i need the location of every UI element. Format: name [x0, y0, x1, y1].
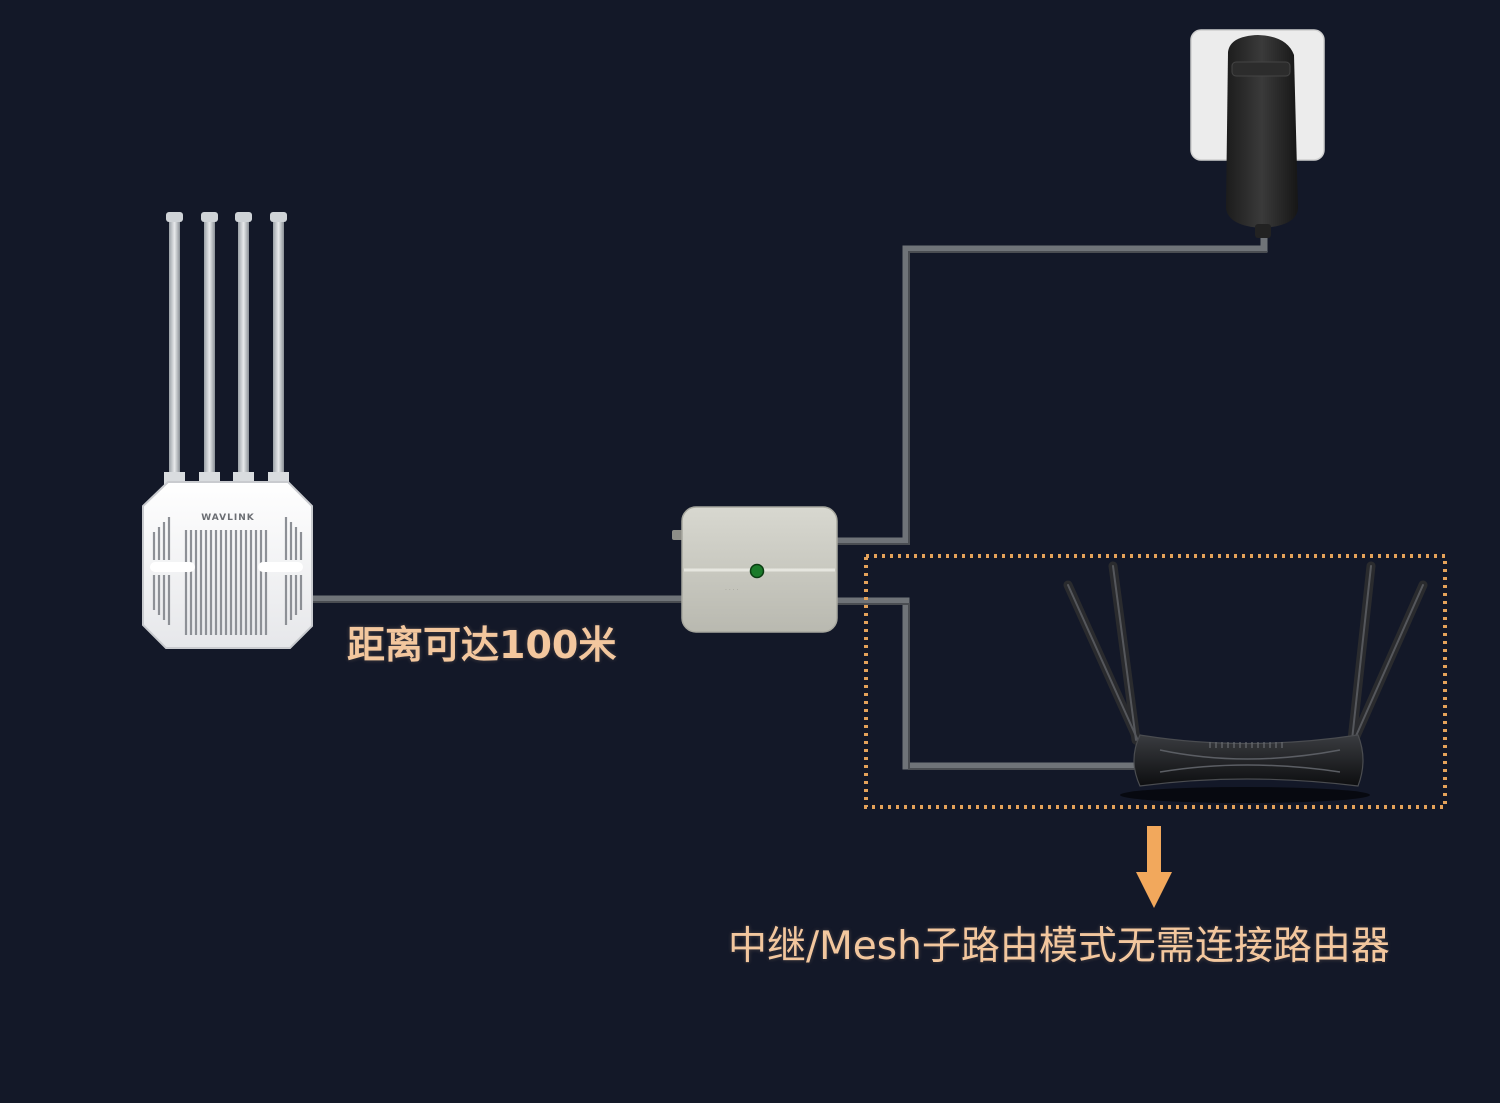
adapter-body — [1226, 35, 1298, 228]
distance-label: 距离可达100米 — [347, 623, 617, 667]
mesh-mode-note: 中继/Mesh子路由模式无需连接路由器 — [728, 924, 1390, 969]
antenna — [169, 215, 180, 485]
status-led — [749, 563, 765, 579]
router-antennas — [1063, 561, 1428, 750]
svg-text:· · · ·: · · · · — [725, 587, 738, 594]
cable-poe-to-router — [837, 597, 1135, 770]
wall-power-adapter — [1190, 29, 1325, 238]
antenna — [273, 215, 284, 485]
mesh-router — [1063, 561, 1428, 803]
mesh-router-highlight-box — [864, 554, 1447, 809]
poe-injector: · · · · — [672, 506, 838, 633]
cable-poe-to-adapter — [837, 232, 1268, 545]
cables — [312, 232, 1268, 770]
antenna — [238, 215, 249, 485]
arrow-down-icon — [1136, 826, 1172, 908]
antenna-group — [164, 212, 289, 486]
router-body — [1133, 734, 1364, 787]
ap-vent-grille — [152, 517, 303, 635]
ap-brand-text: WAVLINK — [201, 513, 254, 523]
outdoor-access-point: WAVLINK — [142, 212, 313, 649]
antenna — [204, 215, 215, 485]
